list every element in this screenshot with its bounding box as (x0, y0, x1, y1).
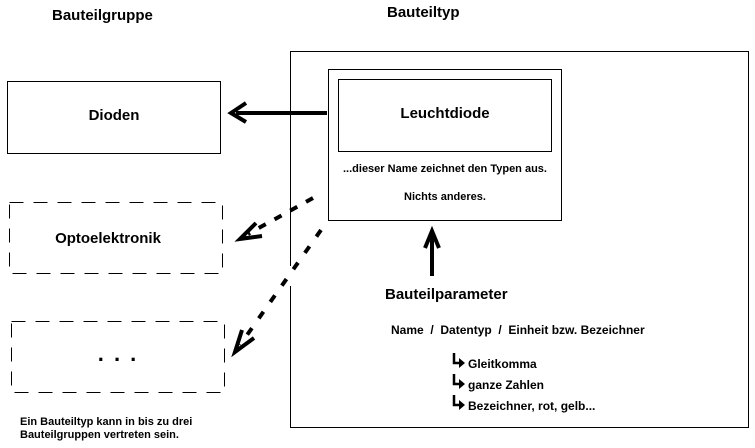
datatype-label: ganze Zahlen (468, 377, 545, 392)
datatype-label: Gleitkomma (468, 356, 537, 371)
datatype-item: Bezeichner, rot, gelb... (452, 395, 595, 416)
bauteilparameter-heading: Bauteilparameter (385, 286, 508, 303)
type-name-box: Leuchtdiode (338, 79, 552, 152)
group-label: Optoelektronik (55, 230, 161, 247)
group-box-optoelektronik: Optoelektronik (9, 202, 223, 274)
bauteiltyp-heading: Bauteiltyp (387, 4, 460, 21)
return-arrow-icon (452, 395, 468, 416)
datatype-list: Gleitkomma ganze Zahlen Bezeichner, rot,… (452, 353, 595, 416)
type-definition-box: Leuchtdiode ...dieser Name zeichnet den … (328, 69, 562, 221)
parameter-fields: Name / Datentyp / Einheit bzw. Bezeichne… (391, 323, 645, 337)
footnote-line2: Bauteilgruppen vertreten sein. (20, 429, 179, 441)
type-name: Leuchtdiode (400, 105, 490, 122)
return-arrow-icon (452, 353, 468, 374)
group-label: Dioden (88, 107, 140, 124)
return-arrow-icon (452, 374, 468, 395)
datatype-item: ganze Zahlen (452, 374, 595, 395)
group-box-dioden: Dioden (7, 81, 221, 154)
datatype-label: Bezeichner, rot, gelb... (468, 398, 596, 413)
group-label-ellipsis: . . . (97, 341, 139, 366)
type-note-line1: ...dieser Name zeichnet den Typen aus. (343, 163, 547, 175)
footnote-line1: Ein Bauteiltyp kann in bis zu drei (20, 416, 193, 428)
type-note-line2: Nichts anderes. (404, 191, 486, 203)
group-box-more: . . . (11, 321, 225, 393)
bauteilgruppe-heading: Bauteilgruppe (52, 7, 153, 24)
datatype-item: Gleitkomma (452, 353, 595, 374)
footnote: Ein Bauteiltyp kann in bis zu drei Baute… (20, 416, 192, 442)
